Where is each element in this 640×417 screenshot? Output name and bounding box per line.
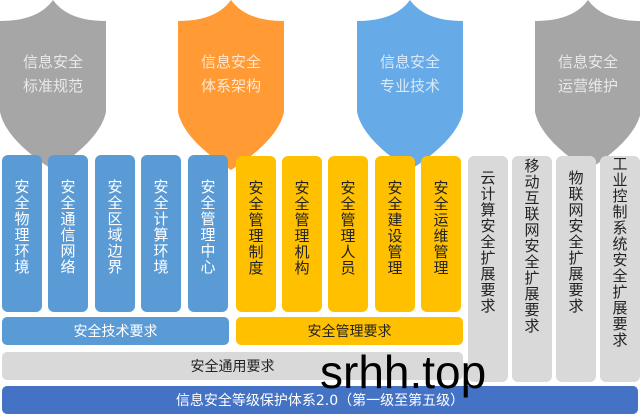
mgmt_columns-column: 安全管理制度 [236, 156, 276, 312]
column-label: 安全管理中心 [198, 179, 217, 275]
mgmt_columns-column: 安全建设管理 [375, 156, 415, 312]
general-requirements-bar: 安全通用要求 [2, 352, 463, 380]
mgmt_columns-column: 安全管理机构 [282, 156, 322, 312]
tech_columns-column: 安全通信网络 [48, 155, 88, 312]
ext_columns-column: 物联网安全扩展要求 [556, 156, 596, 382]
watermark: srhh.top [320, 346, 487, 398]
mgmt_columns-column: 安全运维管理 [421, 156, 461, 312]
shield-line2: 体系架构 [200, 77, 261, 95]
shield-label: 信息安全专业技术 [357, 50, 463, 98]
column-label: 安全管理机构 [292, 180, 311, 276]
tech_columns-column: 安全区域边界 [95, 155, 135, 312]
column-label: 云计算安全扩展要求 [478, 170, 497, 314]
shield-icon [178, 0, 284, 170]
shield-line1: 信息安全 [379, 53, 440, 71]
base-system-bar: 信息安全等级保护体系2.0（第一级至第五级） [2, 386, 638, 414]
column-label: 移动互联网安全扩展要求 [522, 158, 541, 334]
shield-icon [357, 0, 463, 170]
column-label: 工业控制系统安全扩展要求 [610, 156, 629, 348]
shield-label: 信息安全标准规范 [0, 50, 106, 98]
shield-line1: 信息安全 [22, 53, 83, 71]
shield-icon [535, 0, 640, 170]
shield-3: 信息安全运营维护 [535, 0, 640, 170]
column-label: 安全管理制度 [246, 180, 265, 276]
shield-label: 信息安全体系架构 [178, 50, 284, 98]
shield-line1: 信息安全 [200, 53, 261, 71]
shield-icon [0, 0, 106, 170]
tech_columns-column: 安全管理中心 [188, 155, 228, 312]
tech_columns-column: 安全计算环境 [141, 155, 181, 312]
shield-line2: 运营维护 [557, 77, 618, 95]
ext_columns-column: 移动互联网安全扩展要求 [512, 156, 552, 382]
column-label: 安全运维管理 [431, 180, 450, 276]
column-label: 物联网安全扩展要求 [566, 170, 585, 314]
shield-line2: 专业技术 [379, 77, 440, 95]
tech_columns-column: 安全物理环境 [2, 155, 42, 312]
column-label: 安全建设管理 [385, 180, 404, 276]
ext_columns-column: 工业控制系统安全扩展要求 [600, 156, 640, 382]
mgmt_columns-column: 安全管理人员 [328, 156, 368, 312]
mgmt-requirements-bar: 安全管理要求 [236, 317, 463, 345]
column-label: 安全管理人员 [338, 180, 357, 276]
shield-line1: 信息安全 [557, 53, 618, 71]
shield-2: 信息安全专业技术 [357, 0, 463, 170]
ext_columns-column: 云计算安全扩展要求 [468, 156, 508, 382]
column-label: 安全区域边界 [105, 179, 124, 275]
tech-requirements-bar: 安全技术要求 [2, 317, 229, 345]
shield-line2: 标准规范 [22, 77, 83, 95]
shield-label: 信息安全运营维护 [535, 50, 640, 98]
column-label: 安全通信网络 [58, 179, 77, 275]
shield-0: 信息安全标准规范 [0, 0, 106, 170]
shield-1: 信息安全体系架构 [178, 0, 284, 170]
column-label: 安全物理环境 [12, 179, 31, 275]
column-label: 安全计算环境 [151, 179, 170, 275]
